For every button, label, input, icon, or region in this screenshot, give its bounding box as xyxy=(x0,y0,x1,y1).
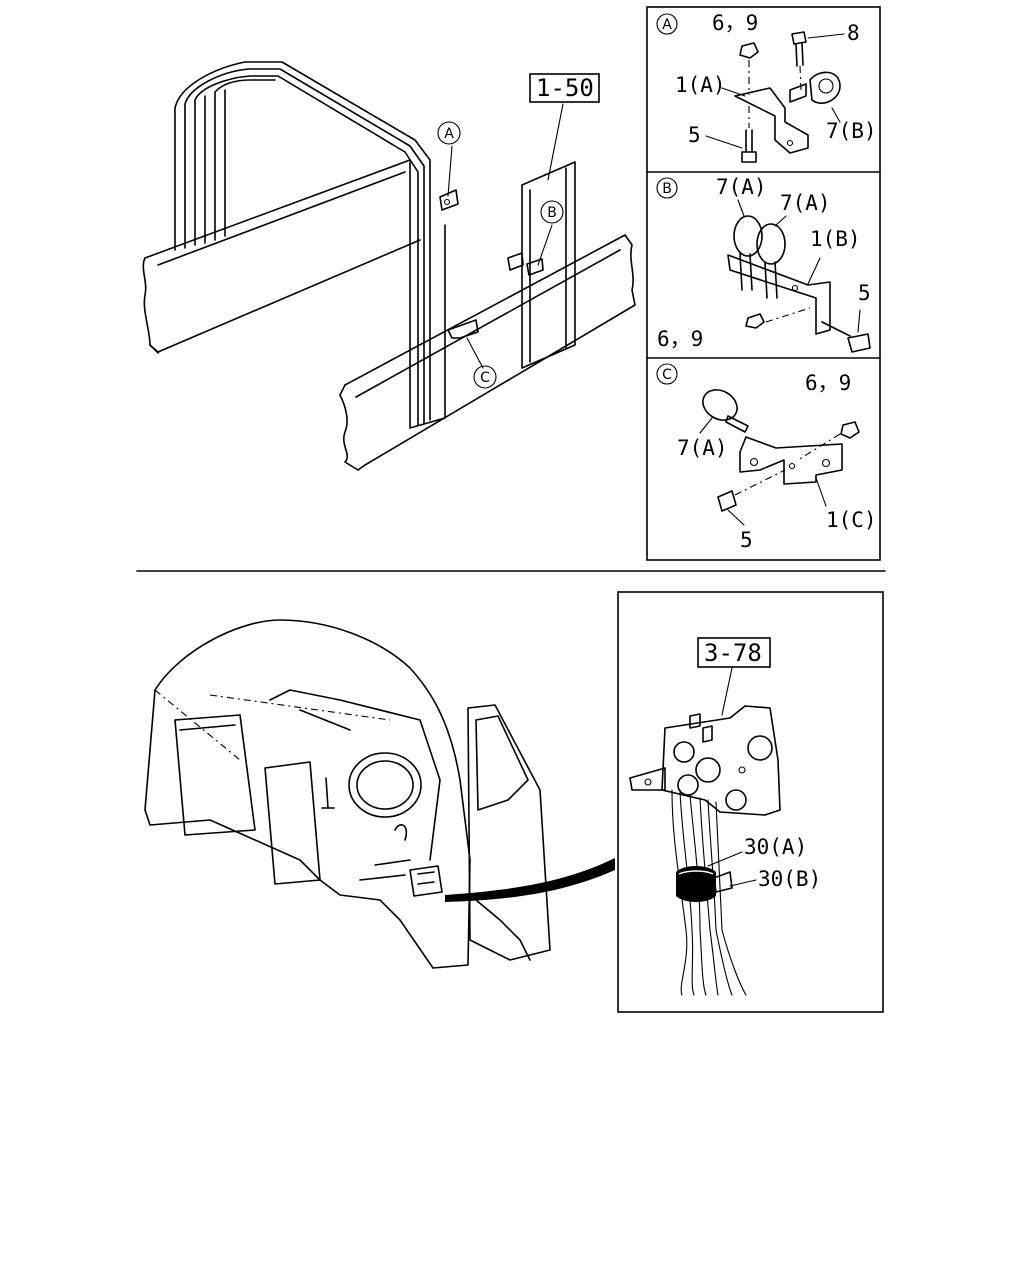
label-b-6-9: 6，9 xyxy=(657,327,703,351)
svg-text:A: A xyxy=(662,17,672,33)
callout-b-top: B xyxy=(540,200,564,224)
detail-panel-b: B 7(A) 7(A) 1(B) 5 6，9 xyxy=(656,175,871,353)
label-30a: 30(A) xyxy=(744,835,807,859)
label-a-1a: 1(A) xyxy=(675,73,726,97)
label-a-6-9: 6，9 xyxy=(712,11,758,35)
label-c-1c: 1(C) xyxy=(826,508,877,532)
callout-a-top: A xyxy=(437,121,461,145)
svg-text:C: C xyxy=(480,370,490,386)
cab-interior-drawing xyxy=(144,619,615,969)
label-30b: 30(B) xyxy=(758,867,821,891)
label-b-7a-right: 7(A) xyxy=(780,191,831,215)
panel-dividers xyxy=(646,171,881,359)
svg-text:A: A xyxy=(444,126,454,142)
label-c-5: 5 xyxy=(740,528,753,552)
reference-box-3-78: 3-78 xyxy=(697,637,771,668)
label-a-8: 8 xyxy=(847,21,860,45)
detail-panel-c: C 6，9 7(A) 5 1(C) xyxy=(656,363,877,552)
reference-box-1-50: 1-50 xyxy=(529,73,600,103)
detail-panel-a: A 6，9 8 1(A) 5 7(B) xyxy=(656,11,877,163)
svg-text:B: B xyxy=(547,205,557,221)
callout-c-top: C xyxy=(473,365,497,389)
label-a-7b: 7(B) xyxy=(826,119,877,143)
svg-text:3-78: 3-78 xyxy=(704,639,762,667)
svg-text:C: C xyxy=(662,367,672,383)
svg-text:1-50: 1-50 xyxy=(536,74,594,102)
harness-bracket-drawing xyxy=(629,667,781,996)
label-b-1b: 1(B) xyxy=(810,227,861,251)
label-b-5: 5 xyxy=(858,281,871,305)
label-a-5: 5 xyxy=(688,123,701,147)
label-c-6-9: 6，9 xyxy=(805,371,851,395)
frame-guard-drawing xyxy=(142,61,636,471)
svg-text:B: B xyxy=(662,181,672,197)
label-c-7a: 7(A) xyxy=(677,436,728,460)
label-b-7a-left: 7(A) xyxy=(716,175,767,199)
